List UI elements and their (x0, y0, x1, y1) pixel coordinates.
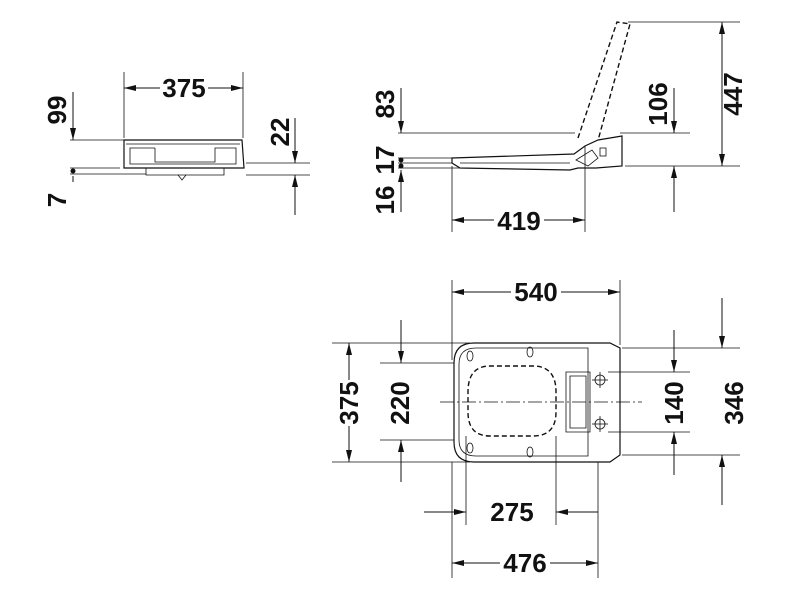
dim-side-mid: 17 (370, 146, 400, 175)
dim-fixing-offset: 275 (490, 497, 533, 527)
front-elevation-view: 375 99 7 22 (42, 72, 310, 215)
dim-hinge-rise: 106 (643, 82, 673, 125)
dim-side-above: 83 (370, 90, 400, 119)
dim-plan-length: 540 (514, 277, 557, 307)
dim-top-view-height-below: 7 (42, 193, 72, 207)
dim-hinge-spacing: 140 (659, 381, 689, 424)
hinge-fixing-icon-bottom (592, 416, 608, 432)
open-lid-dashed (577, 21, 631, 145)
dim-outer-width-right: 346 (719, 381, 749, 424)
plan-view: 540 375 220 140 346 (332, 277, 749, 578)
plan-seat-outline (453, 342, 621, 463)
dim-top-view-height-above: 99 (42, 96, 72, 125)
hinge-fixing-icon-top (592, 372, 608, 388)
dim-seat-length: 476 (503, 548, 546, 578)
dim-inner-width: 220 (385, 381, 415, 424)
dim-top-view-thickness: 22 (265, 118, 295, 147)
front-seat-recess (126, 143, 240, 165)
dim-side-below: 16 (370, 186, 400, 215)
side-elevation-view: 83 17 16 419 106 447 (370, 21, 748, 236)
front-seat-foot (145, 168, 225, 181)
front-seat-outline (123, 139, 245, 169)
dim-total-open-height: 447 (718, 72, 748, 115)
side-seat-outline (451, 135, 623, 171)
dim-plan-width: 375 (334, 381, 364, 424)
plan-inner-opening (467, 365, 557, 437)
dim-top-view-width: 375 (162, 73, 205, 103)
dim-side-length: 419 (497, 206, 540, 236)
